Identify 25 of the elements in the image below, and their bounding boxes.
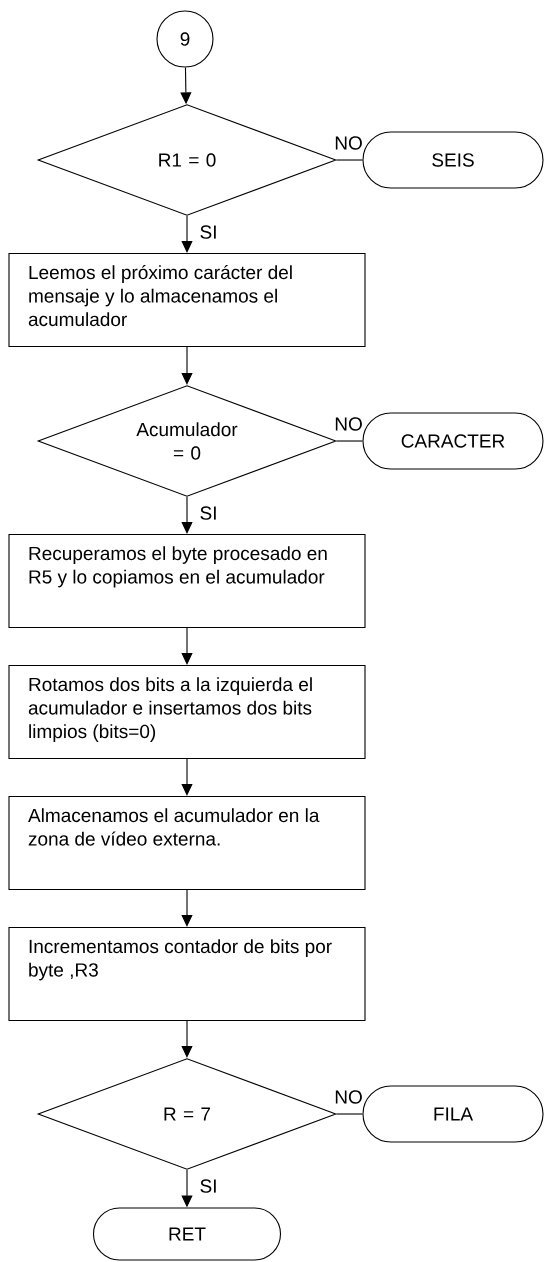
edge-label: SI xyxy=(200,1179,216,1193)
process-box: Incrementamos contador de bits por byte ,R3 xyxy=(8,926,366,1022)
edge-label: SI xyxy=(200,225,216,239)
edge-label: NO xyxy=(335,1090,362,1104)
terminal-box: FILA xyxy=(362,1085,544,1143)
process-box: Recuperamos el byte procesado en R5 y lo copiamos en el acumulador xyxy=(8,533,366,629)
connector-line xyxy=(336,1113,363,1115)
connector-line xyxy=(336,159,363,161)
arrow xyxy=(181,758,193,796)
arrow xyxy=(181,496,193,534)
arrow xyxy=(181,346,193,385)
arrow xyxy=(181,627,193,665)
process-box: Rotamos dos bits a la izquierda el acumulador e insertamos dos bits limpios (bits=0) xyxy=(8,664,366,760)
edge-label: SI xyxy=(200,506,216,520)
process-box: Almacenamos el acumulador en la zona de vídeo externa. xyxy=(8,795,366,891)
terminal-box: CARACTER xyxy=(362,412,544,470)
terminal-box: RET xyxy=(92,1207,282,1261)
edge-label: NO xyxy=(335,417,362,431)
edge-label: NO xyxy=(335,136,362,150)
arrow xyxy=(181,889,193,927)
terminal-box: SEIS xyxy=(362,131,544,189)
arrow xyxy=(181,215,193,253)
arrow xyxy=(181,1020,193,1058)
connector-line xyxy=(336,440,363,442)
process-box: Leemos el próximo carácter del mensaje y lo almacenamos el acumulador xyxy=(8,252,366,348)
